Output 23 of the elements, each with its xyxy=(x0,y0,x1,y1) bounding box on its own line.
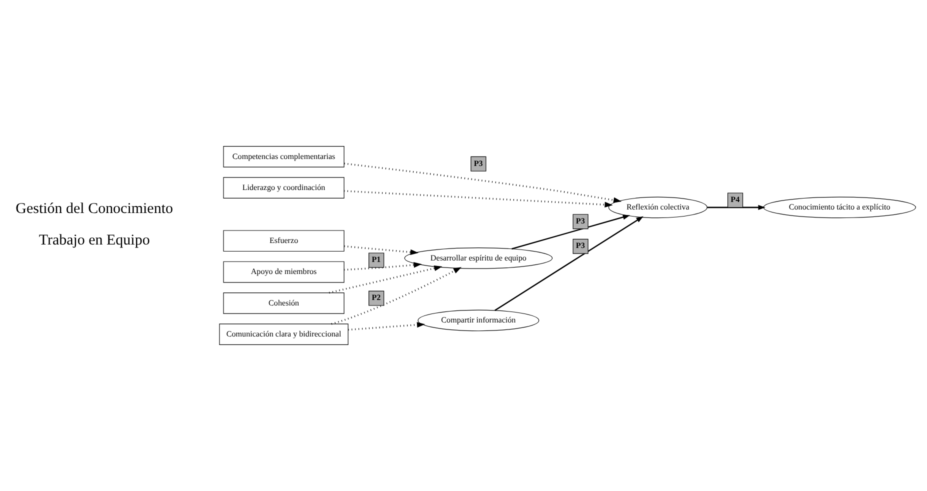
node-box: Esfuerzo xyxy=(223,230,344,252)
arrow xyxy=(344,245,419,255)
arrow xyxy=(331,267,462,325)
label: Trabajo en Equipo xyxy=(38,232,150,249)
arrow xyxy=(494,216,644,311)
node-box: Competencias complementarias xyxy=(223,146,344,168)
arrow xyxy=(344,262,422,271)
edge-label: P2 xyxy=(372,293,381,302)
edge-label: P3 xyxy=(474,158,483,168)
edge-label: P3 xyxy=(576,216,585,226)
arrow xyxy=(707,204,766,210)
edge-label: P1 xyxy=(372,255,381,264)
arrow xyxy=(344,162,622,203)
edge-label: P4 xyxy=(730,195,740,204)
node-box: Comunicación clara y bidireccional xyxy=(219,324,348,345)
label: Gestión del Conocimiento xyxy=(16,200,174,217)
arrow xyxy=(348,322,426,331)
node-box: Cohesión xyxy=(223,292,344,314)
edge-label: P3 xyxy=(576,241,585,250)
node-box: Liderazgo y coordinación xyxy=(223,177,344,198)
arrow xyxy=(344,190,613,208)
node-ellipse: Conocimiento tácito a explícito xyxy=(763,196,916,218)
node-box: Apoyo de miembros xyxy=(223,261,344,283)
